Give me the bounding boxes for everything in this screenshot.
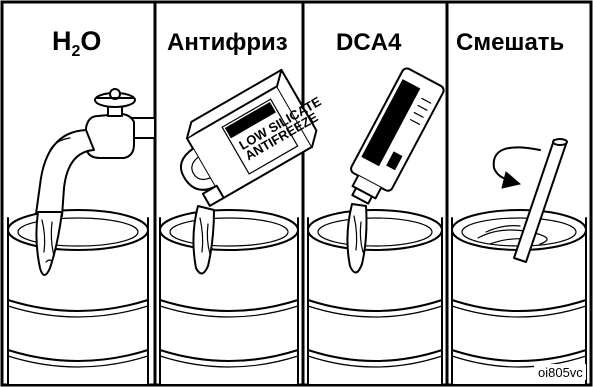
drum-antifreeze — [160, 210, 298, 385]
drum-mix — [452, 210, 586, 385]
drum-dca4 — [308, 210, 442, 385]
panel-antifreeze-label: Антифриз — [167, 29, 288, 56]
drum-water — [8, 210, 148, 385]
panel-dca4-label: DCA4 — [336, 29, 402, 56]
panel-mix-label: Смешать — [456, 29, 564, 56]
figure-code: oi805vc — [538, 365, 583, 380]
